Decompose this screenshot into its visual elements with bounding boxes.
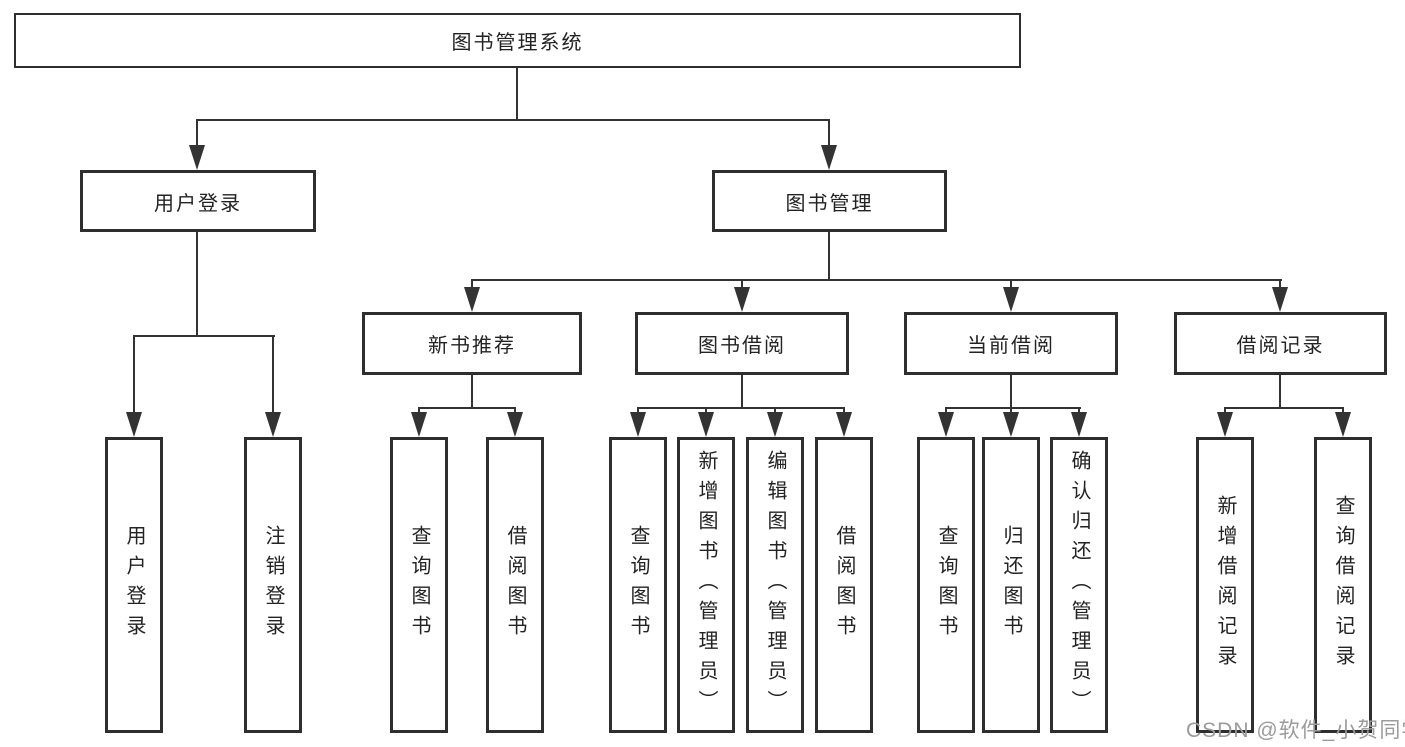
- leaf-label: 新增图书（管理员）: [695, 450, 717, 720]
- connector-line: [1279, 279, 1281, 289]
- arrow-down-icon: [836, 412, 852, 437]
- arrow-down-icon: [767, 412, 783, 437]
- connector-line: [133, 335, 135, 413]
- leaf-recommend-query-books: 查询图书: [390, 437, 448, 733]
- node-book-management: 图书管理: [712, 170, 947, 232]
- node-label: 借阅记录: [1236, 335, 1325, 357]
- leaf-label: 借阅图书: [833, 525, 855, 645]
- arrow-down-icon: [265, 412, 281, 437]
- node-new-book-recommend: 新书推荐: [362, 312, 582, 375]
- connector-line: [471, 279, 1282, 281]
- connector-line: [705, 407, 707, 414]
- arrow-down-icon: [1003, 287, 1019, 312]
- arrow-down-icon: [1003, 412, 1019, 437]
- leaf-label: 确认归还（管理员）: [1068, 450, 1090, 720]
- connector-line: [196, 232, 198, 337]
- connector-line: [196, 119, 198, 147]
- leaf-label: 查询借阅记录: [1332, 495, 1354, 675]
- connector-line: [774, 407, 776, 414]
- leaf-records-add-record: 新增借阅记录: [1196, 437, 1254, 733]
- arrow-down-icon: [126, 412, 142, 437]
- leaf-current-query-books: 查询图书: [917, 437, 975, 733]
- connector-line: [843, 407, 845, 414]
- connector-line: [741, 279, 743, 289]
- node-current-borrowing: 当前借阅: [904, 312, 1118, 375]
- node-library-management-system: 图书管理系统: [14, 13, 1021, 68]
- leaf-label: 查询图书: [408, 525, 430, 645]
- connector-line: [1078, 407, 1080, 414]
- leaf-user-login: 用户登录: [105, 437, 163, 733]
- arrow-down-icon: [507, 412, 523, 437]
- leaf-label: 编辑图书（管理员）: [764, 450, 786, 720]
- connector-line: [514, 407, 516, 414]
- connector-line: [418, 407, 516, 409]
- leaf-label: 查询图书: [627, 525, 649, 645]
- arrow-down-icon: [464, 287, 480, 312]
- leaf-label: 用户登录: [123, 525, 145, 645]
- connector-line: [1224, 407, 1226, 414]
- leaf-label: 注销登录: [262, 525, 284, 645]
- leaf-logout: 注销登录: [244, 437, 302, 733]
- connector-line: [471, 279, 473, 289]
- node-label: 图书管理: [785, 192, 874, 215]
- leaf-current-confirm-return-admin: 确认归还（管理员）: [1050, 437, 1108, 733]
- connector-line: [828, 232, 830, 281]
- connector-line: [1010, 407, 1012, 414]
- node-label: 当前借阅: [967, 335, 1055, 357]
- leaf-label: 新增借阅记录: [1214, 495, 1236, 675]
- connector-line: [945, 407, 947, 414]
- connector-line: [133, 335, 275, 337]
- arrow-down-icon: [821, 145, 837, 170]
- connector-line: [1224, 407, 1344, 409]
- connector-line: [196, 119, 830, 121]
- arrow-down-icon: [1217, 412, 1233, 437]
- connector-line: [945, 407, 1081, 409]
- arrow-down-icon: [1272, 287, 1288, 312]
- leaf-label: 归还图书: [1000, 525, 1022, 645]
- node-user-login: 用户登录: [80, 170, 316, 232]
- connector-line: [637, 407, 845, 409]
- node-borrowing-records: 借阅记录: [1174, 312, 1387, 375]
- connector-line: [1010, 375, 1012, 409]
- connector-line: [272, 335, 274, 413]
- leaf-current-return-books: 归还图书: [982, 437, 1040, 733]
- watermark: CSDN @软件_小贺同学: [1186, 719, 1405, 742]
- arrow-down-icon: [698, 412, 714, 437]
- arrow-down-icon: [630, 412, 646, 437]
- leaf-records-query-record: 查询借阅记录: [1314, 437, 1372, 733]
- connector-line: [418, 407, 420, 414]
- node-label: 用户登录: [154, 192, 242, 215]
- connector-line: [1342, 407, 1344, 414]
- node-label: 图书管理系统: [451, 32, 584, 54]
- node-label: 图书借阅: [698, 335, 786, 357]
- leaf-borrowing-query-books: 查询图书: [609, 437, 667, 733]
- leaf-recommend-borrow-books: 借阅图书: [486, 437, 544, 733]
- connector-line: [471, 375, 473, 409]
- leaf-borrowing-edit-books-admin: 编辑图书（管理员）: [746, 437, 804, 733]
- arrow-down-icon: [1071, 412, 1087, 437]
- leaf-borrowing-add-books-admin: 新增图书（管理员）: [677, 437, 735, 733]
- leaf-label: 查询图书: [935, 525, 957, 645]
- arrow-down-icon: [411, 412, 427, 437]
- arrow-down-icon: [1335, 412, 1351, 437]
- arrow-down-icon: [938, 412, 954, 437]
- leaf-label: 借阅图书: [504, 525, 526, 645]
- connector-line: [1010, 279, 1012, 289]
- connector-line: [828, 119, 830, 147]
- connector-line: [516, 68, 518, 120]
- node-label: 新书推荐: [428, 335, 516, 357]
- connector-line: [1279, 375, 1281, 409]
- connector-line: [741, 375, 743, 409]
- arrow-down-icon: [189, 145, 205, 170]
- connector-line: [637, 407, 639, 414]
- node-book-borrowing: 图书借阅: [635, 312, 849, 375]
- leaf-borrowing-borrow-books: 借阅图书: [815, 437, 873, 733]
- arrow-down-icon: [734, 287, 750, 312]
